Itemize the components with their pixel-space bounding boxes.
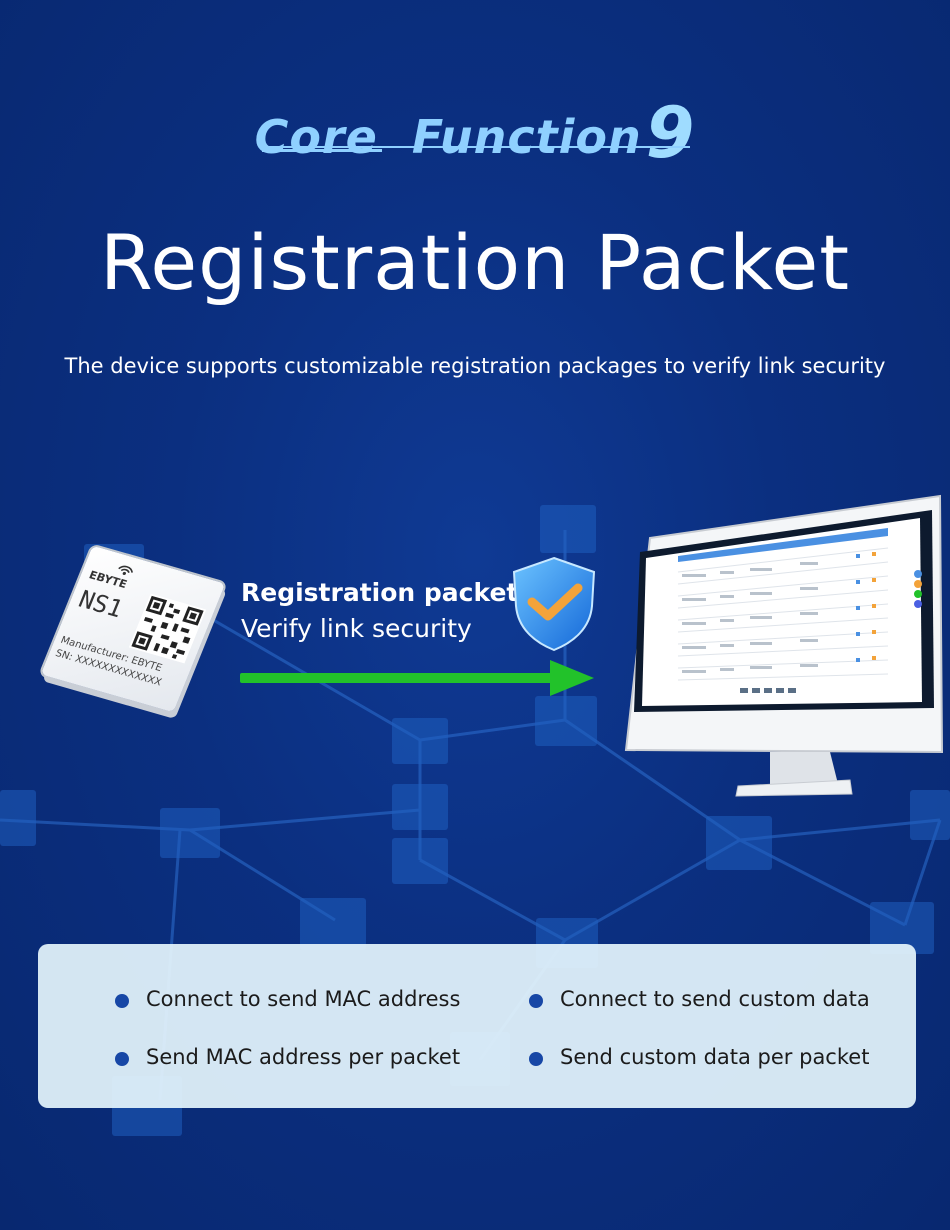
qr-code-icon (128, 593, 207, 664)
wireless-icon (118, 565, 134, 576)
kicker-word-core: Core (254, 110, 378, 164)
feature-per-packet-mac: Send MAC address per packet (114, 1045, 461, 1069)
kicker-number: 9 (645, 92, 696, 174)
shield-check-icon (512, 556, 596, 652)
section-kicker: Core Function9 (0, 92, 950, 174)
ns1-module: EBYTE NS1 Manufacturer: EBYTE SN: XXXXXX… (40, 545, 226, 713)
kicker-underline-accent (262, 149, 382, 152)
flow-subtitle: Verify link security (241, 614, 472, 643)
kicker-word-function: Function (411, 110, 642, 164)
flow-title: Registration packet (241, 578, 519, 607)
features-panel: Connect to send MAC address Connect to s… (38, 944, 916, 1108)
module-model: NS1 (74, 585, 127, 624)
feature-connect-custom: Connect to send custom data (529, 987, 870, 1011)
computer-monitor (624, 494, 944, 797)
feature-connect-mac: Connect to send MAC address (114, 987, 461, 1011)
page-subtitle: The device supports customizable registr… (64, 354, 886, 378)
page-title: Registration Packet (99, 218, 851, 307)
kicker-underline (262, 146, 690, 148)
arrow-right-icon (240, 660, 594, 696)
feature-per-packet-custom: Send custom data per packet (528, 1045, 870, 1069)
